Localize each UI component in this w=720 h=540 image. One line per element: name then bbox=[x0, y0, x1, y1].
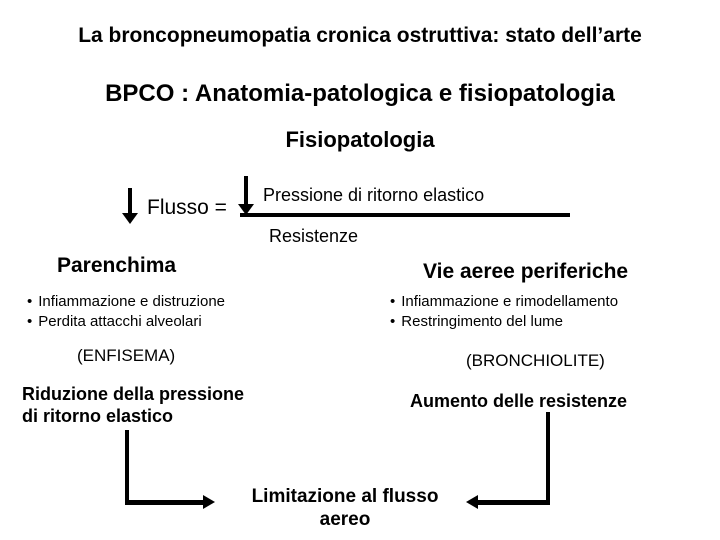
parenchyma-heading: Parenchima bbox=[57, 254, 177, 277]
bullet-icon: • bbox=[390, 293, 396, 310]
parenchyma-bullet-list: • Infiammazione e distruzione • Perdita at… bbox=[27, 292, 225, 332]
formula-denominator: Resistenze bbox=[269, 226, 359, 246]
section-heading: Fisiopatologia bbox=[285, 127, 435, 152]
list-item: • Infiammazione e rimodellamento bbox=[390, 292, 618, 312]
airways-outcome: Aumento delle resistenze bbox=[410, 391, 628, 411]
conclusion: Limitazione al flusso aereo bbox=[235, 485, 455, 531]
formula-numerator: Pressione di ritorno elastico bbox=[263, 185, 485, 205]
down-arrow-head bbox=[122, 213, 138, 224]
parenchyma-tag: (ENFISEMA) bbox=[77, 346, 176, 365]
elbow-arrow-right-horizontal bbox=[478, 500, 550, 505]
airways-tag: (BRONCHIOLITE) bbox=[466, 351, 605, 370]
list-item: • Infiammazione e distruzione bbox=[27, 292, 225, 312]
bullet-icon: • bbox=[27, 293, 33, 310]
down-arrow-icon-pressure bbox=[238, 176, 254, 215]
bullet-text: Infiammazione e rimodellamento bbox=[401, 293, 619, 310]
down-arrow-stem bbox=[128, 188, 132, 213]
down-arrow-head bbox=[238, 204, 254, 215]
airways-bullet-list: • Infiammazione e rimodellamento • Restrin… bbox=[390, 292, 618, 332]
parenchyma-outcome: Riduzione della pressione di ritorno ela… bbox=[22, 383, 244, 427]
list-item: • Restringimento del lume bbox=[390, 312, 618, 332]
fraction-bar bbox=[240, 213, 570, 217]
list-item: • Perdita attacchi alveolari bbox=[27, 312, 225, 332]
down-arrow-icon-flow bbox=[122, 188, 138, 224]
left-arrowhead-icon bbox=[466, 495, 478, 509]
airways-heading: Vie aeree periferiche bbox=[423, 260, 629, 283]
slide-subtitle: BPCO : Anatomia-patologica e fisiopatolo… bbox=[105, 80, 615, 107]
bullet-text: Perdita attacchi alveolari bbox=[38, 313, 202, 330]
conclusion-line2: aereo bbox=[319, 509, 371, 530]
bullet-icon: • bbox=[390, 313, 396, 330]
elbow-arrow-right-vertical bbox=[546, 412, 550, 505]
elbow-arrow-left-horizontal bbox=[125, 500, 203, 505]
conclusion-line1: Limitazione al flusso bbox=[251, 486, 439, 507]
slide-title: La broncopneumopatia cronica ostruttiva:… bbox=[78, 24, 642, 47]
right-arrowhead-icon bbox=[203, 495, 215, 509]
bullet-text: Restringimento del lume bbox=[401, 313, 564, 330]
parenchyma-outcome-line2: di ritorno elastico bbox=[22, 406, 174, 426]
elbow-arrow-left-vertical bbox=[125, 430, 129, 504]
bullet-text: Infiammazione e distruzione bbox=[38, 293, 226, 310]
bullet-icon: • bbox=[27, 313, 33, 330]
parenchyma-outcome-line1: Riduzione della pressione bbox=[22, 384, 245, 404]
down-arrow-stem bbox=[244, 176, 248, 204]
formula-flow-label: Flusso = bbox=[147, 196, 227, 219]
